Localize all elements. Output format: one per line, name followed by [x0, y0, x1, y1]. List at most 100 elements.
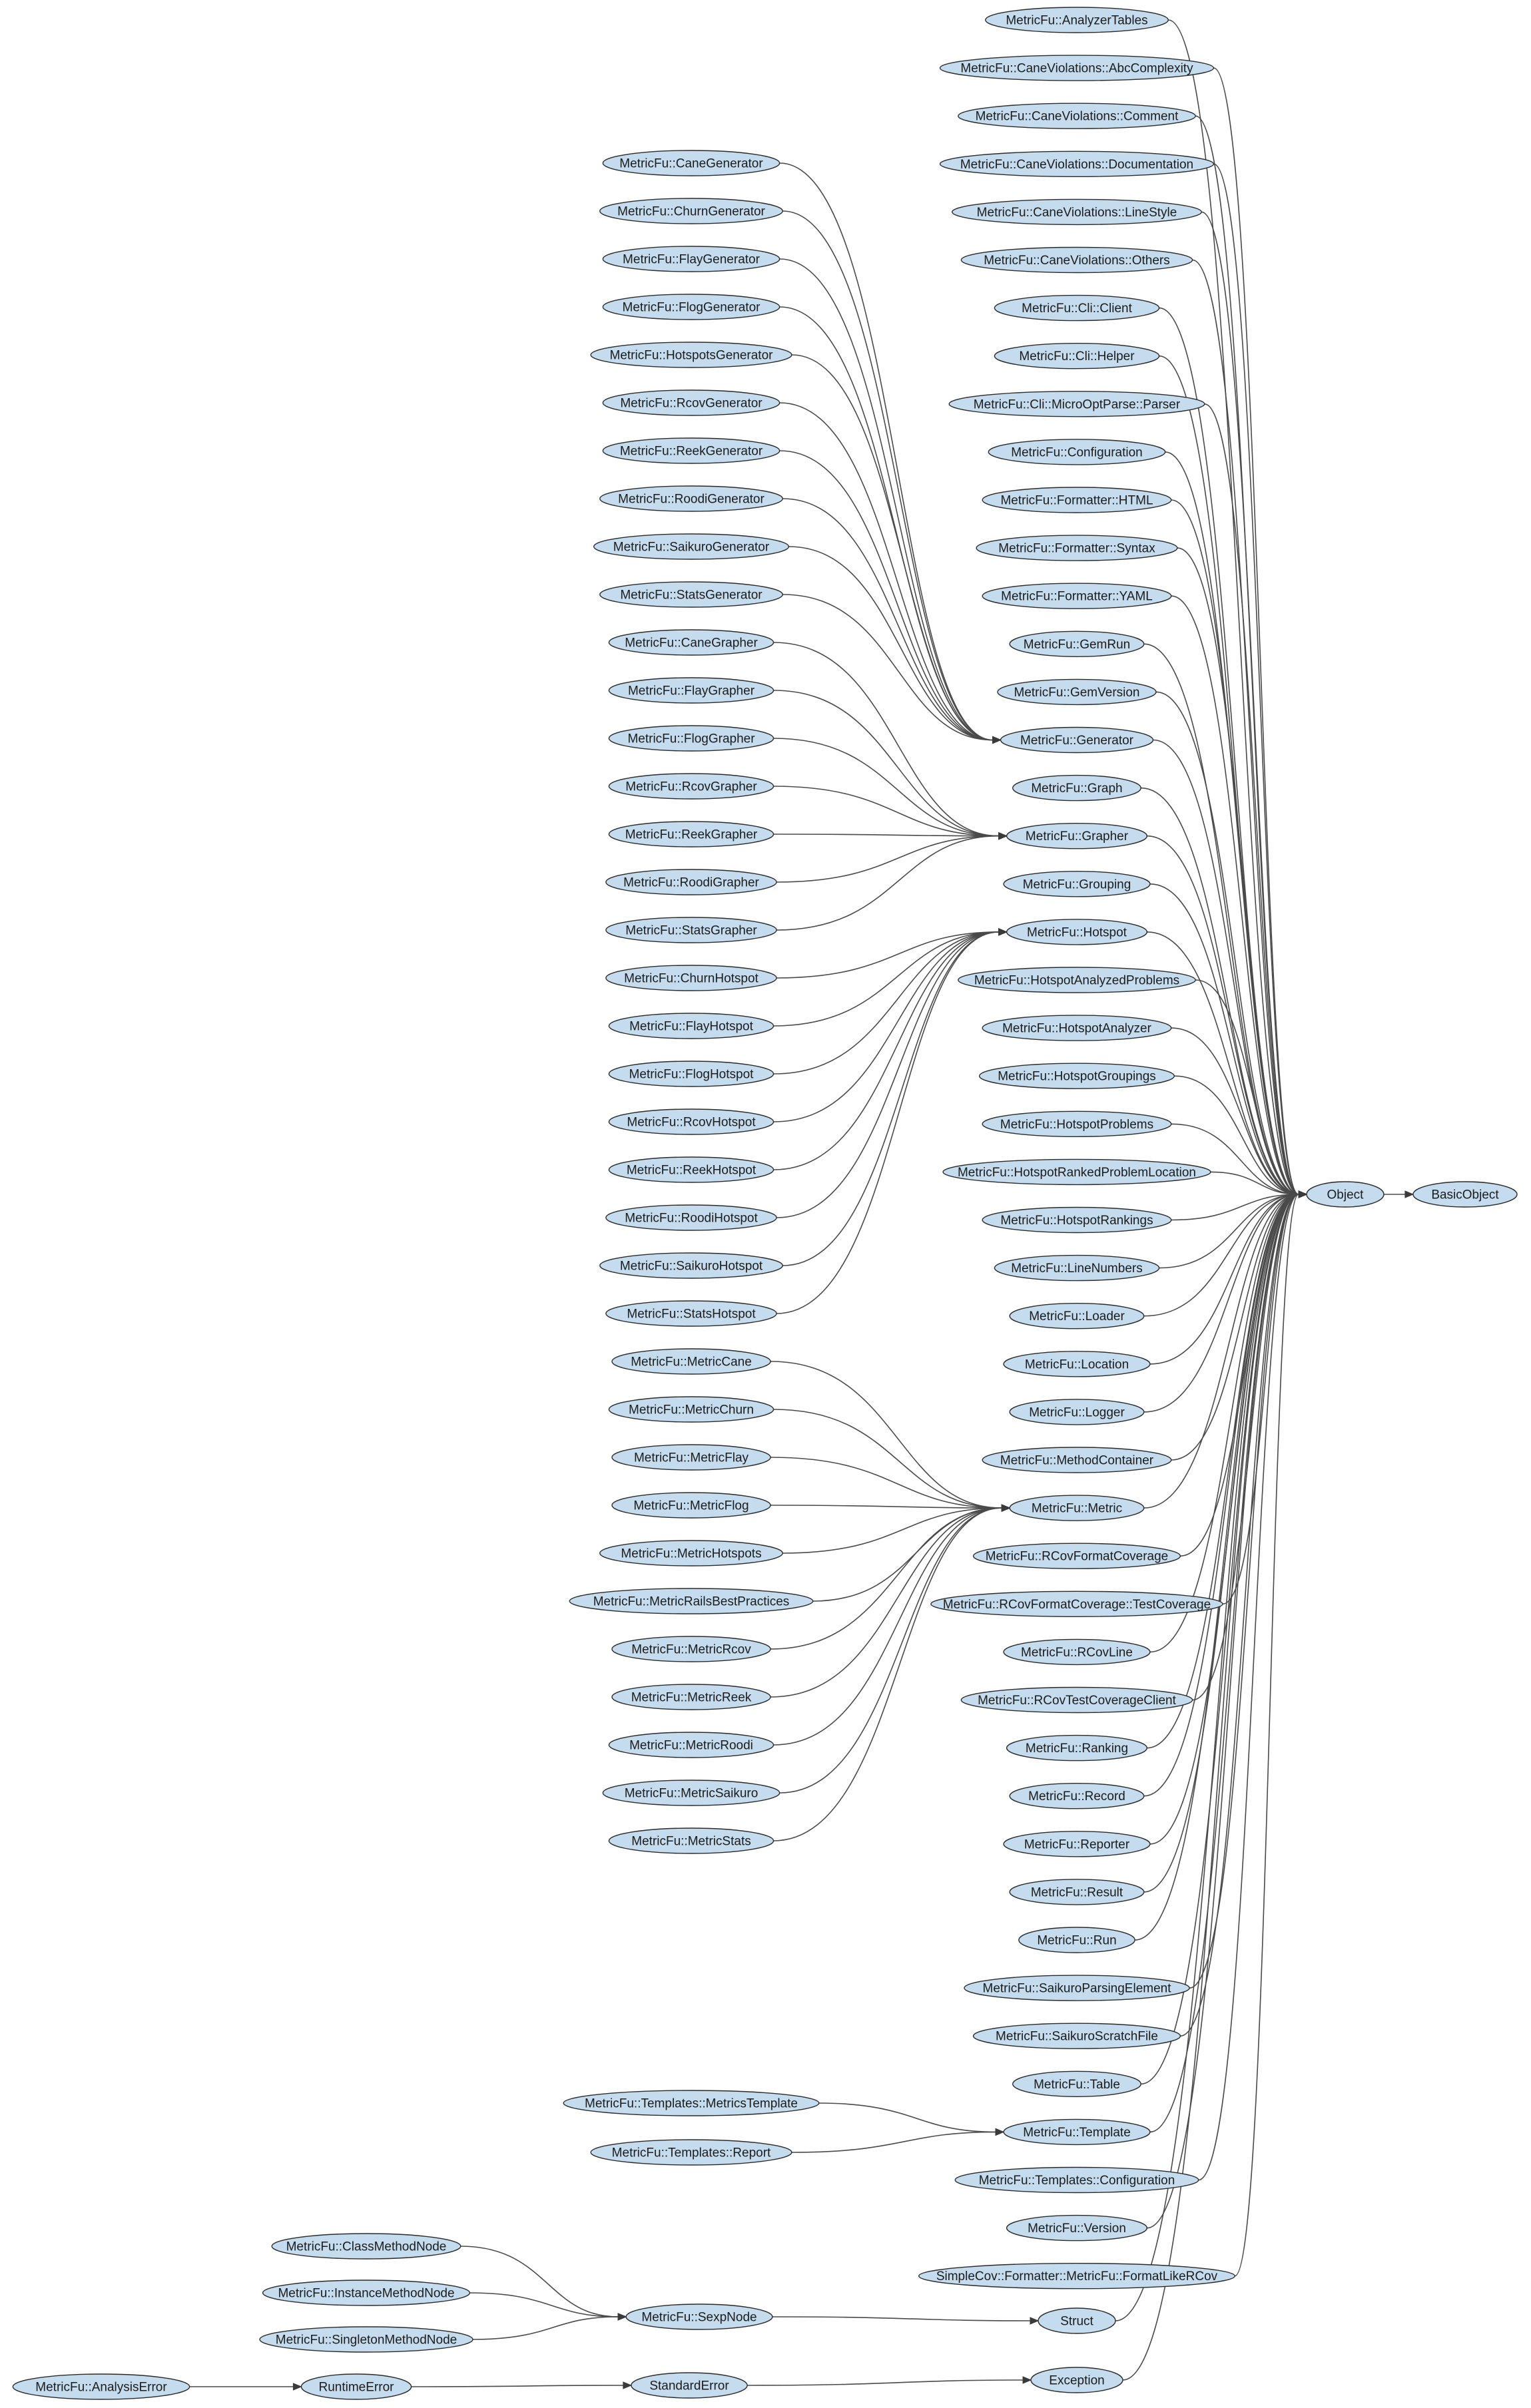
class-node-metricfu-sexpnode[interactable]: MetricFu::SexpNode [625, 2303, 773, 2330]
class-node-metricfu-cli-helper[interactable]: MetricFu::Cli::Helper [994, 343, 1160, 369]
class-node-metricfu-rcovformatcoverage[interactable]: MetricFu::RCovFormatCoverage [972, 1543, 1181, 1569]
class-node-metricfu-churngenerator[interactable]: MetricFu::ChurnGenerator [599, 198, 783, 224]
class-node-metricfu-saikuroscratchfile[interactable]: MetricFu::SaikuroScratchFile [972, 2023, 1181, 2049]
class-node-metricfu-reekgenerator[interactable]: MetricFu::ReekGenerator [602, 437, 780, 464]
class-node-metricfu-floggrapher[interactable]: MetricFu::FlogGrapher [608, 725, 774, 752]
class-node-metricfu-roodigenerator[interactable]: MetricFu::RoodiGenerator [599, 485, 783, 512]
class-node-metricfu-rcovformatcoverage-testcoverage[interactable]: MetricFu::RCovFormatCoverage::TestCovera… [930, 1590, 1223, 1618]
class-node-metricfu-reekhotspot[interactable]: MetricFu::ReekHotspot [608, 1156, 774, 1183]
class-node-metricfu-rcovgrapher[interactable]: MetricFu::RcovGrapher [608, 773, 774, 800]
inheritance-edge-g4-to-n16 [779, 306, 993, 741]
class-node-metricfu-statsgrapher[interactable]: MetricFu::StatsGrapher [605, 917, 777, 943]
class-node-metricfu-grouping[interactable]: MetricFu::Grouping [1003, 871, 1151, 897]
class-node-metricfu-version[interactable]: MetricFu::Version [1006, 2214, 1148, 2242]
class-node-metricfu-caneviolations-linestyle[interactable]: MetricFu::CaneViolations::LineStyle [952, 198, 1202, 226]
class-node-runtimeerror[interactable]: RuntimeError [300, 2373, 412, 2400]
class-node-metricfu-floggenerator[interactable]: MetricFu::FlogGenerator [602, 294, 780, 320]
class-node-metricfu-floghotspot[interactable]: MetricFu::FlogHotspot [608, 1061, 774, 1087]
class-node-metricfu-record[interactable]: MetricFu::Record [1009, 1782, 1145, 1809]
class-node-metricfu-churnhotspot[interactable]: MetricFu::ChurnHotspot [605, 965, 777, 991]
class-node-object[interactable]: Object [1306, 1181, 1384, 1208]
class-node-metricfu-linenumbers[interactable]: MetricFu::LineNumbers [994, 1254, 1160, 1282]
class-node-metricfu-ranking[interactable]: MetricFu::Ranking [1006, 1734, 1148, 1762]
class-node-metricfu-hotspotsgenerator[interactable]: MetricFu::HotspotsGenerator [590, 342, 792, 368]
class-node-metricfu-cli-microoptparse-parser[interactable]: MetricFu::Cli::MicroOptParse::Parser [948, 391, 1205, 417]
class-node-metricfu-configuration[interactable]: MetricFu::Configuration [988, 439, 1166, 465]
class-node-metricfu-rcovline[interactable]: MetricFu::RCovLine [1003, 1638, 1151, 1666]
class-node-metricfu-metricreek[interactable]: MetricFu::MetricReek [611, 1684, 771, 1710]
class-node-metricfu-hotspotanalyzer[interactable]: MetricFu::HotspotAnalyzer [982, 1015, 1172, 1041]
class-node-metricfu-hotspotproblems[interactable]: MetricFu::HotspotProblems [982, 1110, 1172, 1138]
class-node-metricfu-saikurogenerator[interactable]: MetricFu::SaikuroGenerator [593, 533, 790, 560]
class-node-metricfu-hotspotrankedproblemlocation[interactable]: MetricFu::HotspotRankedProblemLocation [942, 1158, 1211, 1186]
class-node-metricfu-rcovgenerator[interactable]: MetricFu::RcovGenerator [602, 389, 780, 416]
class-node-metricfu-metricchurn[interactable]: MetricFu::MetricChurn [608, 1396, 774, 1423]
class-node-metricfu-methodcontainer[interactable]: MetricFu::MethodContainer [982, 1447, 1172, 1473]
class-node-metricfu-rcovhotspot[interactable]: MetricFu::RcovHotspot [608, 1108, 774, 1135]
inheritance-edge-n19-to-obj [1149, 883, 1299, 1195]
class-node-metricfu-caneviolations-abccomplexity[interactable]: MetricFu::CaneViolations::AbcComplexity [939, 55, 1215, 81]
class-node-metricfu-flaygrapher[interactable]: MetricFu::FlayGrapher [608, 677, 774, 704]
class-node-metricfu-template[interactable]: MetricFu::Template [1003, 2118, 1151, 2146]
class-node-metricfu-formatter-syntax[interactable]: MetricFu::Formatter::Syntax [976, 535, 1178, 561]
class-node-metricfu-formatter-yaml[interactable]: MetricFu::Formatter::YAML [982, 583, 1172, 609]
class-node-metricfu-caneviolations-others[interactable]: MetricFu::CaneViolations::Others [960, 246, 1193, 274]
class-node-metricfu-templates-report[interactable]: MetricFu::Templates::Report [590, 2139, 792, 2166]
class-node-metricfu-table[interactable]: MetricFu::Table [1012, 2070, 1141, 2098]
class-node-metricfu-metrichotspots[interactable]: MetricFu::MetricHotspots [599, 1540, 783, 1566]
class-node-metricfu-gemrun[interactable]: MetricFu::GemRun [1009, 630, 1145, 657]
class-node-metricfu-canegenerator[interactable]: MetricFu::CaneGenerator [602, 150, 780, 176]
class-node-metricfu-generator[interactable]: MetricFu::Generator [1000, 726, 1154, 754]
class-node-metricfu-metricflay[interactable]: MetricFu::MetricFlay [611, 1444, 771, 1471]
class-node-simplecov-formatter-metricfu-formatlikercov[interactable]: SimpleCov::Formatter::MetricFu::FormatLi… [918, 2262, 1235, 2289]
class-node-metricfu-templates-configuration[interactable]: MetricFu::Templates::Configuration [954, 2166, 1199, 2194]
class-node-metricfu-metricsaikuro[interactable]: MetricFu::MetricSaikuro [602, 1780, 780, 1806]
class-node-metricfu-graph[interactable]: MetricFu::Graph [1012, 774, 1141, 802]
class-node-metricfu-flayhotspot[interactable]: MetricFu::FlayHotspot [608, 1013, 774, 1039]
class-node-metricfu-metricrailsbestpractices[interactable]: MetricFu::MetricRailsBestPractices [569, 1588, 814, 1614]
class-node-metricfu-logger[interactable]: MetricFu::Logger [1009, 1399, 1145, 1425]
class-node-metricfu-saikurohotspot[interactable]: MetricFu::SaikuroHotspot [599, 1252, 783, 1279]
class-node-struct[interactable]: Struct [1038, 2307, 1116, 2334]
class-node-metricfu-hotspotanalyzedproblems[interactable]: MetricFu::HotspotAnalyzedProblems [958, 967, 1196, 993]
class-node-metricfu-caneviolations-documentation[interactable]: MetricFu::CaneViolations::Documentation [939, 150, 1215, 178]
class-node-metricfu-saikuroparsingelement[interactable]: MetricFu::SaikuroParsingElement [964, 1975, 1190, 2001]
class-node-metricfu-metriccane[interactable]: MetricFu::MetricCane [611, 1348, 771, 1375]
inheritance-edge-r4-to-n18 [773, 786, 999, 837]
class-node-metricfu-result[interactable]: MetricFu::Result [1009, 1879, 1145, 1905]
class-node-metricfu-instancemethodnode[interactable]: MetricFu::InstanceMethodNode [262, 2280, 471, 2306]
class-node-metricfu-classmethodnode[interactable]: MetricFu::ClassMethodNode [271, 2233, 461, 2260]
class-node-metricfu-templates-metricstemplate[interactable]: MetricFu::Templates::MetricsTemplate [563, 2090, 820, 2116]
class-node-exception[interactable]: Exception [1030, 2367, 1123, 2393]
class-node-metricfu-formatter-html[interactable]: MetricFu::Formatter::HTML [982, 487, 1172, 513]
class-node-metricfu-caneviolations-comment[interactable]: MetricFu::CaneViolations::Comment [958, 103, 1196, 129]
class-node-metricfu-metric[interactable]: MetricFu::Metric [1009, 1495, 1145, 1521]
class-node-metricfu-canegrapher[interactable]: MetricFu::CaneGrapher [608, 629, 774, 656]
class-node-metricfu-cli-client[interactable]: MetricFu::Cli::Client [994, 294, 1160, 322]
class-node-metricfu-analysiserror[interactable]: MetricFu::AnalysisError [12, 2373, 190, 2400]
class-node-metricfu-rcovtestcoverageclient[interactable]: MetricFu::RCovTestCoverageClient [960, 1686, 1193, 1714]
class-node-metricfu-metricstats[interactable]: MetricFu::MetricStats [608, 1827, 774, 1854]
class-node-metricfu-run[interactable]: MetricFu::Run [1018, 1927, 1135, 1953]
class-node-metricfu-singletonmethodnode[interactable]: MetricFu::SingletonMethodNode [259, 2326, 473, 2353]
class-node-metricfu-reporter[interactable]: MetricFu::Reporter [1003, 1831, 1151, 1857]
class-node-metricfu-roodihotspot[interactable]: MetricFu::RoodiHotspot [605, 1204, 777, 1231]
class-node-metricfu-flaygenerator[interactable]: MetricFu::FlayGenerator [602, 246, 780, 272]
class-node-basicobject[interactable]: BasicObject [1412, 1181, 1518, 1208]
class-node-metricfu-metricrcov[interactable]: MetricFu::MetricRcov [611, 1636, 771, 1662]
class-node-metricfu-loader[interactable]: MetricFu::Loader [1009, 1302, 1145, 1329]
class-node-metricfu-grapher[interactable]: MetricFu::Grapher [1006, 822, 1148, 849]
class-node-metricfu-statsgenerator[interactable]: MetricFu::StatsGenerator [599, 581, 783, 608]
class-node-metricfu-hotspotgroupings[interactable]: MetricFu::HotspotGroupings [978, 1063, 1175, 1089]
class-node-metricfu-location[interactable]: MetricFu::Location [1003, 1351, 1151, 1377]
class-node-metricfu-hotspot[interactable]: MetricFu::Hotspot [1006, 919, 1148, 945]
class-node-metricfu-reekgrapher[interactable]: MetricFu::ReekGrapher [608, 821, 774, 847]
class-node-metricfu-gemversion[interactable]: MetricFu::GemVersion [997, 678, 1157, 706]
class-node-metricfu-metricroodi[interactable]: MetricFu::MetricRoodi [608, 1732, 774, 1758]
class-node-metricfu-statshotspot[interactable]: MetricFu::StatsHotspot [605, 1300, 777, 1327]
class-node-metricfu-roodigrapher[interactable]: MetricFu::RoodiGrapher [605, 869, 777, 895]
class-node-metricfu-analyzertables[interactable]: MetricFu::AnalyzerTables [985, 7, 1169, 33]
class-node-metricfu-metricflog[interactable]: MetricFu::MetricFlog [611, 1492, 771, 1519]
class-node-metricfu-hotspotrankings[interactable]: MetricFu::HotspotRankings [982, 1206, 1172, 1234]
class-node-standarderror[interactable]: StandardError [631, 2372, 748, 2399]
